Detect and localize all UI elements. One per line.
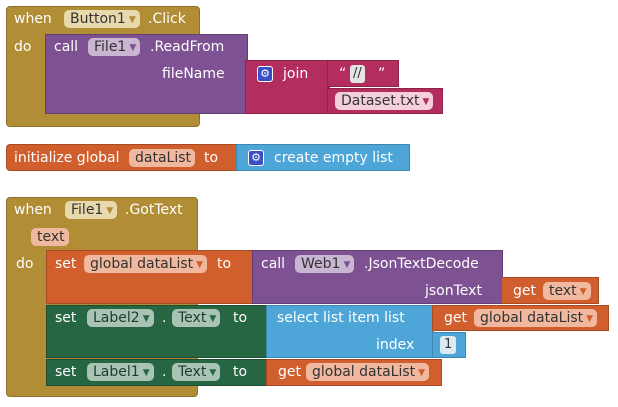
filename-param-label: fileName <box>162 66 225 82</box>
call-label: call <box>54 39 79 55</box>
file1-component-dropdown[interactable]: File1▼ <box>65 201 118 219</box>
text-var-dropdown[interactable]: text▼ <box>543 282 591 300</box>
when-label: when <box>14 202 52 218</box>
text-param[interactable]: text <box>31 228 69 246</box>
index-label: index <box>376 337 415 353</box>
dropdown-arrow-icon: ▼ <box>142 368 150 378</box>
global-datalist-dropdown[interactable]: global dataList▼ <box>306 363 430 381</box>
dropdown-arrow-icon: ▼ <box>142 314 150 324</box>
dropdown-arrow-icon: ▼ <box>418 368 426 378</box>
set-label1-text-block[interactable] <box>46 359 268 386</box>
initialize-global-block[interactable] <box>6 144 240 171</box>
dropdown-arrow-icon: ▼ <box>343 260 351 270</box>
label1-component-dropdown[interactable]: Label1▼ <box>87 363 154 381</box>
click-event-label: .Click <box>148 11 186 27</box>
label2-component-dropdown[interactable]: Label2▼ <box>87 309 154 327</box>
dot-label: . <box>162 310 167 326</box>
dropdown-arrow-icon: ▼ <box>209 368 217 378</box>
jsontextdecode-method-label: .JsonTextDecode <box>364 256 479 272</box>
global-datalist-dropdown[interactable]: global dataList▼ <box>84 255 208 273</box>
jsontext-param-label: jsonText <box>425 283 482 299</box>
readfrom-method-label: .ReadFrom <box>150 39 225 55</box>
do-label: do <box>14 39 32 55</box>
web1-jsontextdecode-block[interactable] <box>252 250 503 304</box>
set-label: set <box>55 256 77 272</box>
dropdown-arrow-icon: ▼ <box>209 314 217 324</box>
text-slash-value[interactable]: // <box>350 65 365 83</box>
dot-label: . <box>162 364 167 380</box>
to-label: to <box>233 364 248 380</box>
index-number-value[interactable]: 1 <box>440 336 457 354</box>
create-empty-list-block[interactable] <box>236 144 410 171</box>
global-name-field[interactable]: dataList <box>129 149 196 167</box>
to-label: to <box>233 310 248 326</box>
dataset-file-dropdown[interactable]: Dataset.txt▼ <box>335 92 434 110</box>
when-label: when <box>14 11 52 27</box>
global-datalist-dropdown[interactable]: global dataList▼ <box>474 309 598 327</box>
button1-component-dropdown[interactable]: Button1▼ <box>64 10 140 28</box>
get-label: get <box>513 283 536 299</box>
dropdown-arrow-icon: ▼ <box>106 206 114 216</box>
join-label: join <box>283 66 309 82</box>
dropdown-arrow-icon: ▼ <box>579 287 587 297</box>
quote-close: ” <box>378 66 386 82</box>
dropdown-arrow-icon: ▼ <box>196 260 204 270</box>
initialize-global-label: initialize global <box>14 150 120 166</box>
text-property-dropdown[interactable]: Text▼ <box>172 309 221 327</box>
set-label: set <box>55 310 77 326</box>
get-label: get <box>278 364 301 380</box>
call-label: call <box>261 256 286 272</box>
dropdown-arrow-icon: ▼ <box>422 97 430 107</box>
quote-open: “ <box>339 66 347 82</box>
mutator-gear-icon[interactable]: ⚙ <box>257 66 273 82</box>
to-label: to <box>204 150 219 166</box>
do-label: do <box>16 256 34 272</box>
create-empty-list-label: create empty list <box>274 150 393 166</box>
dropdown-arrow-icon: ▼ <box>128 15 136 25</box>
to-label: to <box>217 256 232 272</box>
text-property-dropdown[interactable]: Text▼ <box>172 363 221 381</box>
set-global-datalist-block[interactable] <box>46 250 254 304</box>
dropdown-arrow-icon: ▼ <box>586 314 594 324</box>
select-list-item-block[interactable] <box>266 305 434 358</box>
gottext-event-label: .GotText <box>125 202 183 218</box>
set-label2-text-block[interactable] <box>46 305 268 358</box>
dropdown-arrow-icon: ▼ <box>129 43 137 53</box>
web1-component-dropdown[interactable]: Web1▼ <box>295 255 355 273</box>
get-label: get <box>444 310 467 326</box>
mutator-gear-icon[interactable]: ⚙ <box>248 150 264 166</box>
file1-component-dropdown[interactable]: File1▼ <box>88 38 141 56</box>
set-label: set <box>55 364 77 380</box>
select-list-item-label: select list item list <box>277 310 405 326</box>
file1-readfrom-block[interactable] <box>45 34 248 114</box>
